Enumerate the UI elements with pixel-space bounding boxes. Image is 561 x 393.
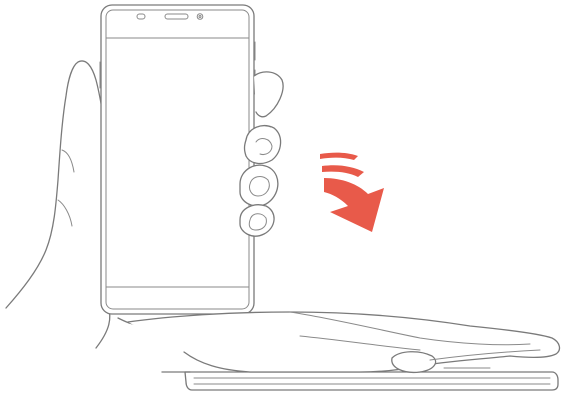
phone-face-down (162, 372, 558, 390)
phone-upright (100, 5, 255, 314)
flip-down-arrow-icon (320, 153, 384, 232)
covering-hand (128, 312, 559, 372)
